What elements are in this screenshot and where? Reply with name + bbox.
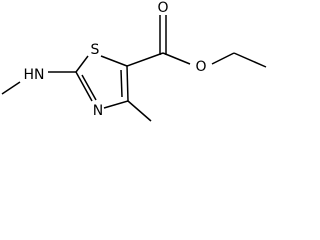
carbonyl-oxygen-atom-label: O	[157, 0, 168, 16]
bond-nh-methyl	[1, 81, 21, 95]
molecule-structure: S N HN O O	[1, 0, 267, 122]
bond-n3-c4	[103, 100, 129, 109]
bond-carbonyl-o-ether	[162, 52, 191, 65]
ether-oxygen-atom-label: O	[195, 59, 206, 75]
bond-s1-c5	[100, 55, 128, 67]
bond-c2-n3	[75, 71, 93, 102]
sulfur-atom-label: S	[91, 42, 100, 58]
bond-o-ch2	[211, 52, 235, 65]
bond-c4-c5-double	[120, 69, 123, 98]
bond-c4-c5	[126, 65, 129, 102]
ring-nitrogen-atom-label: N	[93, 103, 103, 119]
bond-c4-methyl	[127, 100, 152, 122]
bond-s1-c2	[75, 55, 89, 73]
bond-ch2-ch3	[233, 52, 267, 68]
bond-c5-carbonyl	[126, 52, 164, 67]
bond-c2-n3-double	[81, 74, 97, 101]
amine-atom-label: HN	[24, 67, 45, 83]
